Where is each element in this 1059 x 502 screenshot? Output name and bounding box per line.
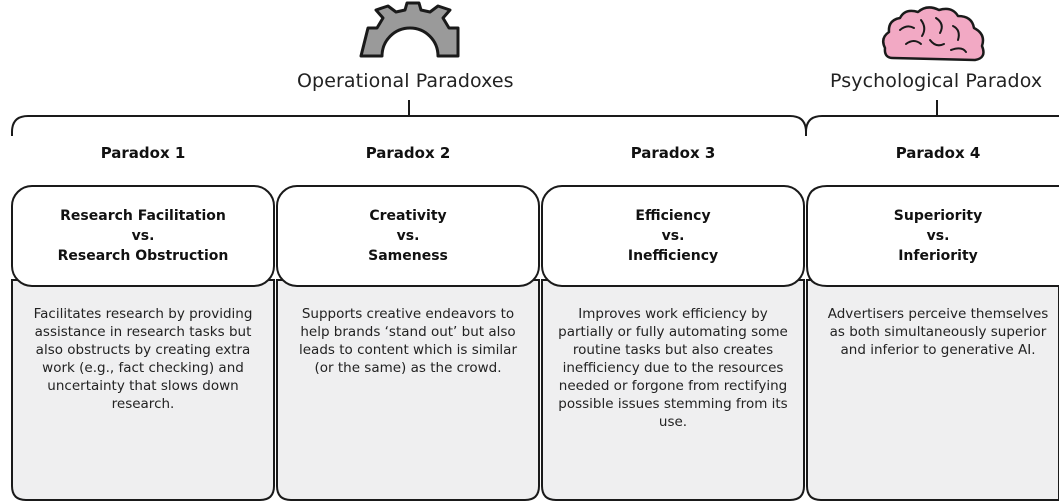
paradox-title-4: Superiority vs. Inferiority xyxy=(807,206,1059,266)
brain-icon xyxy=(881,6,985,62)
paradox-description-2: Supports creative endeavors to help bran… xyxy=(299,306,517,376)
paradox-heading-4: Paradox 4 xyxy=(895,144,981,162)
desc-box-2 xyxy=(276,279,540,501)
paradox-title-1: Research Facilitation vs. Research Obstr… xyxy=(12,206,274,266)
desc-box-3 xyxy=(541,279,805,501)
desc-box-1 xyxy=(11,279,275,501)
paradox-title-4-b: Inferiority xyxy=(898,248,978,264)
group-label-operational: Operational Paradoxes xyxy=(297,70,514,92)
operational-brace xyxy=(11,115,807,136)
paradox-heading-1: Paradox 1 xyxy=(100,144,186,162)
title-box-4 xyxy=(806,185,1059,287)
paradox-title-3: Efficiency vs. Inefficiency xyxy=(542,206,804,266)
paradox-title-2-a: Creativity xyxy=(369,208,447,224)
desc-box-4 xyxy=(806,279,1059,501)
paradox-description-3: Improves work efficiency by partially or… xyxy=(558,306,788,430)
title-box-2 xyxy=(276,185,540,287)
paradox-description-4: Advertisers perceive themselves as both … xyxy=(827,306,1049,358)
paradox-title-3-a: Efficiency xyxy=(635,208,711,224)
paradox-title-4-a: Superiority xyxy=(893,208,983,224)
title-box-3 xyxy=(541,185,805,287)
paradox-title-3-b: Inefficiency xyxy=(627,248,719,264)
paradox-title-3-vs: vs. xyxy=(661,228,685,244)
paradox-title-1-a: Research Facilitation xyxy=(60,208,226,224)
paradox-description-1: Facilitates research by providing assist… xyxy=(33,306,253,412)
paradox-heading-2: Paradox 2 xyxy=(365,144,451,162)
paradox-title-2: Creativity vs. Sameness xyxy=(277,206,539,266)
group-braces xyxy=(11,100,1059,136)
paradox-title-4-vs: vs. xyxy=(926,228,950,244)
title-boxes xyxy=(11,185,1059,287)
gear-icon xyxy=(359,1,460,58)
group-label-psychological: Psychological Paradox xyxy=(830,70,1043,92)
description-boxes xyxy=(11,279,1059,501)
paradox-heading-3: Paradox 3 xyxy=(630,144,716,162)
paradox-title-1-vs: vs. xyxy=(131,228,155,244)
paradox-title-2-b: Sameness xyxy=(368,248,448,264)
paradox-title-1-b: Research Obstruction xyxy=(57,248,229,264)
title-box-1 xyxy=(11,185,275,287)
psychological-brace xyxy=(805,115,1059,136)
paradox-title-2-vs: vs. xyxy=(396,228,420,244)
